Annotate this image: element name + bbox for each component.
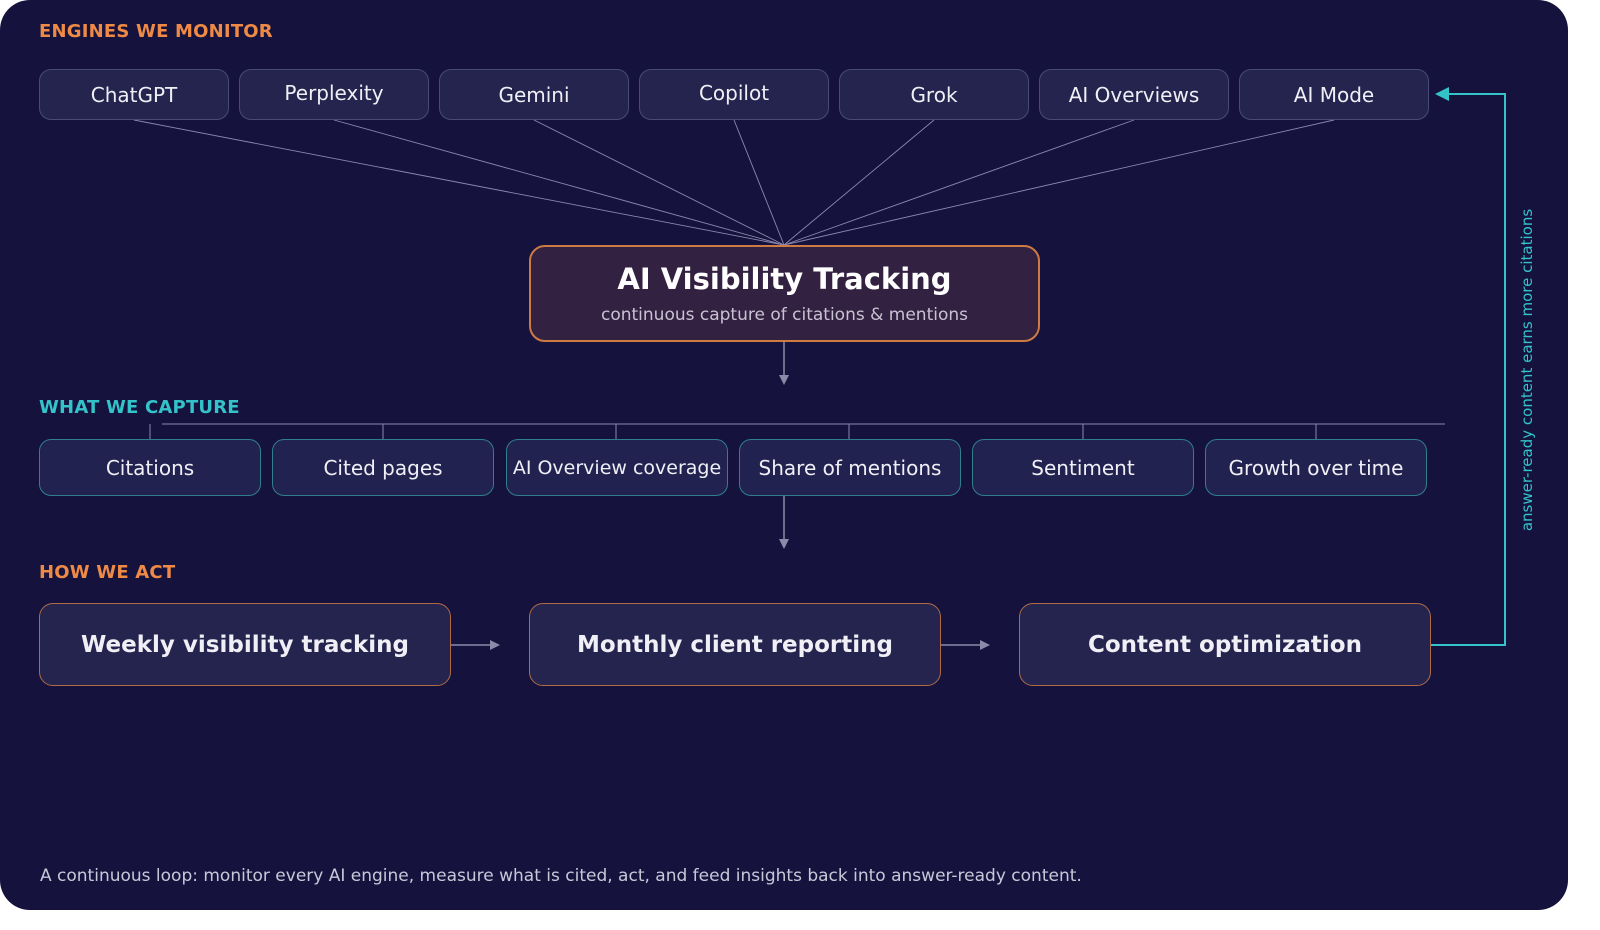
capture-section-label: WHAT WE CAPTURE — [39, 397, 240, 418]
hub-subtitle: continuous capture of citations & mentio… — [600, 305, 968, 325]
capture-growth-over-time: Growth over time — [1205, 439, 1427, 496]
hub-title: AI Visibility Tracking — [617, 262, 952, 296]
engine-label: Perplexity — [284, 80, 384, 105]
engine-connector — [133, 119, 785, 246]
engine-connector — [783, 119, 1135, 246]
engine-copilot: Copilot — [639, 69, 829, 120]
engine-label: AI Mode — [1293, 82, 1375, 107]
diagram-caption: A continuous loop: monitor every AI engi… — [40, 866, 1082, 886]
feedback-loop-arrow — [1431, 87, 1506, 646]
act-monthly-client-reporting: Monthly client reporting — [529, 603, 941, 686]
engine-gemini: Gemini — [439, 69, 629, 120]
capture-share-of-mentions: Share of mentions — [739, 439, 961, 496]
engine-label: ChatGPT — [90, 82, 178, 107]
engine-ai-overviews: AI Overviews — [1039, 69, 1229, 120]
engine-connector — [783, 119, 935, 246]
engine-label: Copilot — [698, 80, 770, 105]
engine-chatgpt: ChatGPT — [39, 69, 229, 120]
engine-connector — [533, 119, 785, 246]
capture-sentiment: Sentiment — [972, 439, 1194, 496]
connector-lines — [133, 87, 1506, 650]
hub-ai-visibility-tracking: AI Visibility Tracking continuous captur… — [529, 245, 1040, 342]
engine-label: Grok — [910, 82, 958, 107]
engines-section-label: ENGINES WE MONITOR — [39, 21, 273, 42]
engine-connector — [783, 119, 1335, 246]
capture-citations: Citations — [39, 439, 261, 496]
engine-label: Gemini — [498, 82, 570, 107]
engine-connector — [333, 119, 785, 246]
engine-grok: Grok — [839, 69, 1029, 120]
engine-label: AI Overviews — [1068, 82, 1200, 107]
capture-ai-overview-coverage: AI Overview coverage — [506, 439, 728, 496]
engine-ai-mode: AI Mode — [1239, 69, 1429, 120]
capture-cited-pages: Cited pages — [272, 439, 494, 496]
act-section-label: HOW WE ACT — [39, 562, 176, 583]
act-content-optimization: Content optimization — [1019, 603, 1431, 686]
diagram-canvas: ENGINES WE MONITOR ChatGPT Perplexity Ge… — [0, 0, 1568, 910]
engine-connector — [733, 119, 785, 246]
act-weekly-visibility-tracking: Weekly visibility tracking — [39, 603, 451, 686]
feedback-loop-label: answer-ready content earns more citation… — [1518, 208, 1536, 532]
engine-perplexity: Perplexity — [239, 69, 429, 120]
